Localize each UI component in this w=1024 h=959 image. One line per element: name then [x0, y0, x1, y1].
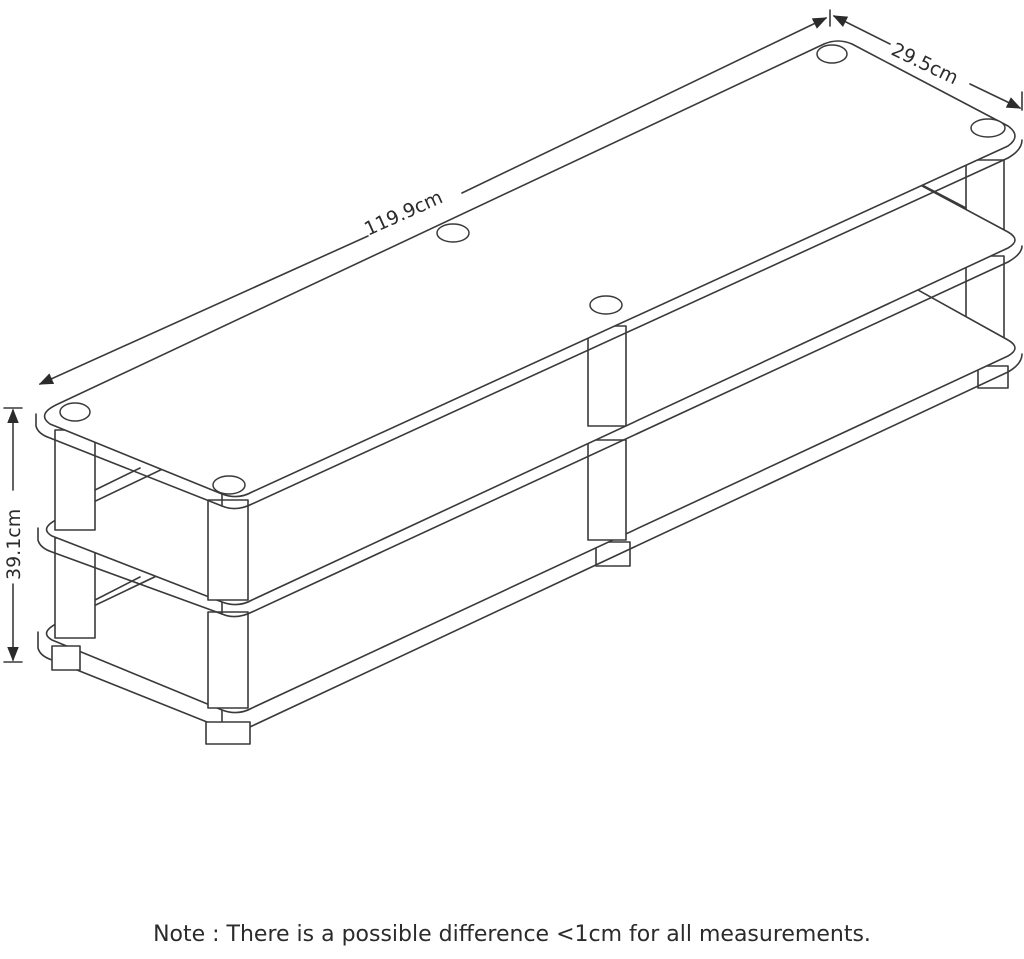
top-shelf [35, 40, 1023, 510]
height-dimension: 39.1cm [3, 407, 25, 663]
front-left-foot [51, 645, 81, 671]
height-label: 39.1cm [3, 509, 25, 580]
measurement-note: Note : There is a possible difference <1… [153, 922, 871, 947]
front-right-leg-upper [207, 499, 249, 601]
front-right-foot [205, 721, 251, 745]
front-right-leg-lower [207, 611, 249, 709]
middle-leg-upper [587, 325, 627, 427]
middle-leg-lower [587, 439, 627, 541]
front-left-leg-lower [54, 537, 96, 639]
top-shelf-holes [59, 44, 1006, 495]
front-left-leg-upper [54, 429, 96, 531]
